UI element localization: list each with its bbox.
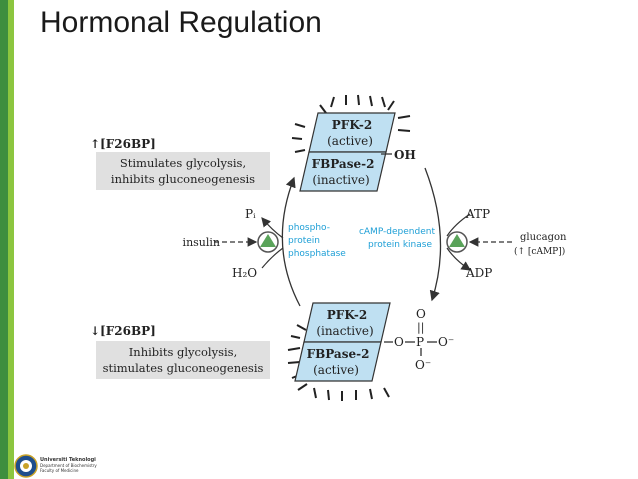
accent-bar-dark — [0, 0, 8, 479]
bottom-pfk2-state: (inactive) — [316, 324, 373, 338]
top-fbpase2-label: FBPase-2 — [312, 157, 375, 171]
lower-note-box — [96, 341, 270, 379]
top-enzyme-box: PFK-2 (active) FBPase-2 (inactive) — [299, 112, 396, 192]
top-fbpase2-state: (inactive) — [312, 173, 369, 187]
top-box-rays — [291, 94, 411, 153]
logo-line-3: Faculty of Medicine — [40, 468, 79, 473]
logo-line-2: Department of Biochemistry — [40, 463, 97, 468]
logo-line-1: Universiti Teknologi — [40, 457, 96, 463]
bottom-fbpase2-label: FBPase-2 — [307, 347, 370, 361]
upper-note-line-1: Stimulates glycolysis, — [120, 156, 246, 170]
phosphate-top-o: O — [416, 307, 426, 321]
phosphorus: P — [416, 335, 424, 349]
dephosphorylation-arrow — [281, 176, 301, 307]
kinase-label-2: protein kinase — [368, 240, 432, 250]
insulin-label: insulin — [183, 236, 220, 249]
insulin-stimulation-icon — [257, 231, 279, 253]
glucagon-stimulation-icon — [446, 231, 468, 253]
phosphate-bridge-o: O — [394, 335, 404, 349]
upper-note-box — [96, 152, 270, 190]
water-input-arrow — [261, 247, 284, 269]
inorganic-phosphate-label: Pᵢ — [245, 207, 256, 221]
camp-label: (↑ [cAMP]) — [514, 246, 565, 257]
adp-release-arrow — [446, 247, 471, 271]
lower-f26bp-label: ↓[F26BP] — [90, 324, 156, 338]
phosphate-group: O P O⁻ O || O⁻ — [384, 307, 454, 372]
glucagon-label: glucagon — [520, 232, 567, 243]
phosphatase-label-2: protein — [288, 236, 320, 246]
upper-note-line-2: inhibits gluconeogenesis — [111, 172, 255, 186]
top-pfk2-state: (active) — [327, 134, 373, 148]
phosphatase-label-3: phosphatase — [288, 249, 346, 259]
university-logo-icon — [14, 454, 38, 478]
lower-note-line-1: Inhibits glycolysis, — [129, 345, 237, 359]
water-label: H₂O — [232, 266, 257, 280]
phosphate-double-bond: || — [417, 321, 424, 335]
adp-label: ADP — [465, 266, 492, 280]
phosphate-right-o: O⁻ — [438, 335, 454, 349]
upper-f26bp-label: ↑[F26BP] — [90, 137, 156, 151]
top-pfk2-label: PFK-2 — [332, 118, 372, 132]
phosphate-bottom-o: O⁻ — [415, 358, 431, 372]
slide-title: Hormonal Regulation — [40, 6, 322, 39]
atp-input-arrow — [446, 213, 471, 237]
bottom-enzyme-box: PFK-2 (inactive) FBPase-2 (active) — [294, 302, 391, 382]
phosphatase-label-1: phospho- — [288, 223, 330, 233]
university-logo-text: Universiti Teknologi Department of Bioch… — [40, 457, 97, 474]
atp-label: ATP — [465, 207, 490, 221]
phosphorylation-arrow — [424, 167, 442, 302]
hydroxyl-label: OH — [394, 148, 416, 162]
lower-note-line-2: stimulates gluconeogenesis — [103, 361, 264, 375]
kinase-label-1: cAMP-dependent — [359, 227, 436, 237]
accent-bar-light — [8, 0, 14, 479]
pi-release-arrow — [261, 217, 284, 239]
bottom-fbpase2-state: (active) — [313, 363, 359, 377]
bottom-pfk2-label: PFK-2 — [327, 308, 367, 322]
